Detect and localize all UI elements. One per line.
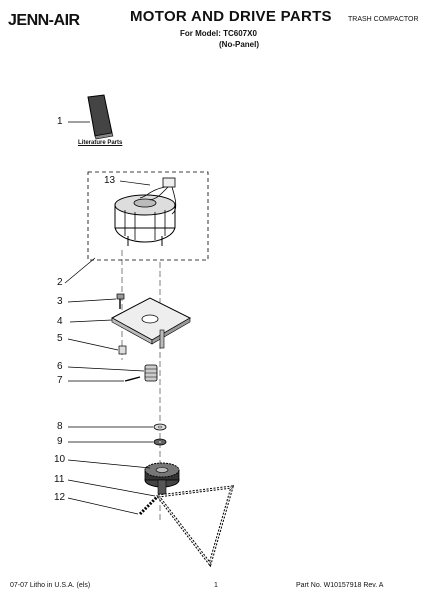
mounting-plate-icon	[110, 297, 192, 349]
callout-8: 8	[57, 421, 63, 432]
set-screw-icon	[124, 376, 141, 382]
callout-9: 9	[57, 436, 63, 447]
product-category: TRASH COMPACTOR	[348, 16, 419, 23]
page-title: MOTOR AND DRIVE PARTS	[130, 8, 332, 25]
callout-1: 1	[57, 116, 63, 127]
page-number: 1	[214, 582, 218, 589]
drive-chain-icon	[138, 485, 235, 568]
motor-assembly-box	[87, 171, 209, 261]
callout-10: 10	[54, 454, 66, 465]
pinion-gear-icon	[144, 364, 158, 382]
leader-line-13	[119, 180, 151, 186]
callout-7: 7	[57, 375, 63, 386]
brand-logo: JENN-AIR	[8, 12, 80, 29]
washer-icon	[153, 423, 167, 431]
drive-gear-icon	[144, 462, 180, 495]
print-info: 07-07 Litho in U.S.A. (els)	[10, 582, 91, 589]
leader-line-4	[69, 319, 113, 323]
callout-4: 4	[57, 316, 63, 327]
callout-3: 3	[57, 296, 63, 307]
model-number: For Model: TC607X0	[180, 29, 257, 38]
spacer-icon	[118, 345, 127, 355]
bolt-icon	[116, 293, 125, 309]
motor-icon	[114, 194, 176, 246]
callout-12: 12	[54, 492, 66, 503]
leader-line-3	[67, 298, 117, 303]
callout-11: 11	[54, 474, 65, 485]
leader-line-10	[67, 459, 151, 469]
callout-2: 2	[57, 277, 63, 288]
leader-line-11	[67, 479, 156, 497]
panel-note: (No-Panel)	[219, 40, 259, 49]
washer-icon	[153, 438, 167, 446]
leader-line-12	[67, 497, 139, 515]
callout-13: 13	[104, 175, 116, 186]
leader-line-6	[67, 366, 145, 372]
literature-booklet-icon	[87, 94, 114, 140]
callout-6: 6	[57, 361, 63, 372]
part-number: Part No. W10157918 Rev. A	[296, 582, 384, 589]
leader-line-2	[64, 257, 96, 284]
literature-parts-label: Literature Parts	[78, 140, 123, 146]
leader-line-5	[67, 338, 119, 351]
wire-connector-icon	[139, 177, 177, 215]
callout-5: 5	[57, 333, 63, 344]
